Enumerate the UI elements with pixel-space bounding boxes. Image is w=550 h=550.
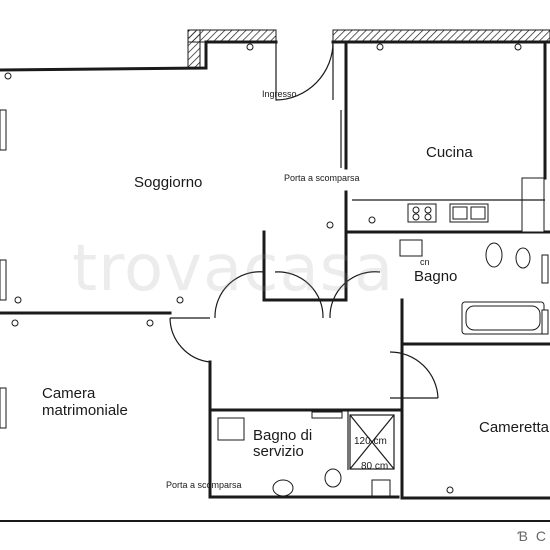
outlet-icon (14, 296, 22, 304)
radiator-icon (311, 411, 343, 419)
washbasin-icon (399, 239, 423, 257)
outlet-icon (326, 221, 334, 229)
label-porta-scomparsa-top: Porta a scomparsa (284, 173, 360, 183)
room-label-bagno-servizio-line2: servizio (253, 443, 304, 460)
wall-hatch-left-return (187, 29, 201, 69)
room-label-bagno: Bagno (414, 268, 458, 285)
room-label-soggiorno: Soggiorno (134, 174, 203, 191)
room-label-bagno-servizio-line1: Bagno di (253, 427, 313, 444)
sink-basin (470, 206, 486, 220)
page-mark: Ɓ C (517, 528, 548, 544)
label-porta-scomparsa-bottom: Porta a scomparsa (166, 480, 242, 490)
bidet-icon (515, 247, 531, 269)
outlet-icon (514, 43, 522, 51)
outlet-icon (176, 296, 184, 304)
shower-tray (349, 414, 395, 470)
radiator-right (541, 309, 549, 335)
page-bottom-rule (0, 520, 550, 522)
wall-hatch-top-right (332, 29, 550, 42)
radiator-left (0, 109, 7, 151)
outlet-icon (376, 43, 384, 51)
stove-burner (412, 206, 420, 214)
outlet-icon (446, 486, 454, 494)
room-label-camera-line1: Camera (42, 385, 96, 402)
label-shower-depth: 80 cm (361, 461, 389, 472)
door-soggiorno-corridor (214, 271, 266, 319)
toilet-icon (485, 242, 503, 268)
label-shower-width: 120 cm (354, 436, 387, 447)
door-cucina-corridor (329, 271, 381, 319)
outlet-icon (246, 43, 254, 51)
radiator-left (0, 259, 7, 301)
exterior-wall-outline (0, 40, 278, 72)
wall-hatch-top-left (187, 29, 277, 43)
outlet-icon (11, 319, 19, 327)
room-label-camera-line2: matrimoniale (42, 402, 128, 419)
stove-burner (424, 206, 432, 214)
wall-bagno-left (262, 230, 348, 302)
door-bagno (274, 271, 324, 319)
fridge-icon (521, 177, 545, 233)
outlet-icon (146, 319, 154, 327)
label-cm: cn (420, 257, 430, 267)
room-label-cucina: Cucina (426, 144, 473, 161)
room-label-cameretta: Cameretta (479, 419, 550, 436)
toilet-small-icon (272, 479, 294, 497)
stove-icon (407, 203, 437, 223)
stove-burner (424, 213, 432, 221)
label-ingresso: Ingresso (262, 89, 297, 99)
sink-basin (452, 206, 468, 220)
radiator-right (541, 254, 549, 284)
door-cameretta (389, 351, 439, 399)
door-camera (169, 317, 211, 363)
bidet-small-icon (324, 468, 342, 488)
bathtub-inner (465, 305, 541, 331)
outlet-icon (368, 216, 376, 224)
stove-burner (412, 213, 420, 221)
radiator-left (0, 387, 7, 429)
outlet-icon (4, 72, 12, 80)
door-ingresso (275, 41, 334, 101)
shower-x2 (349, 414, 395, 470)
washbasin-small-icon (217, 417, 245, 441)
cabinet-icon (371, 479, 391, 497)
